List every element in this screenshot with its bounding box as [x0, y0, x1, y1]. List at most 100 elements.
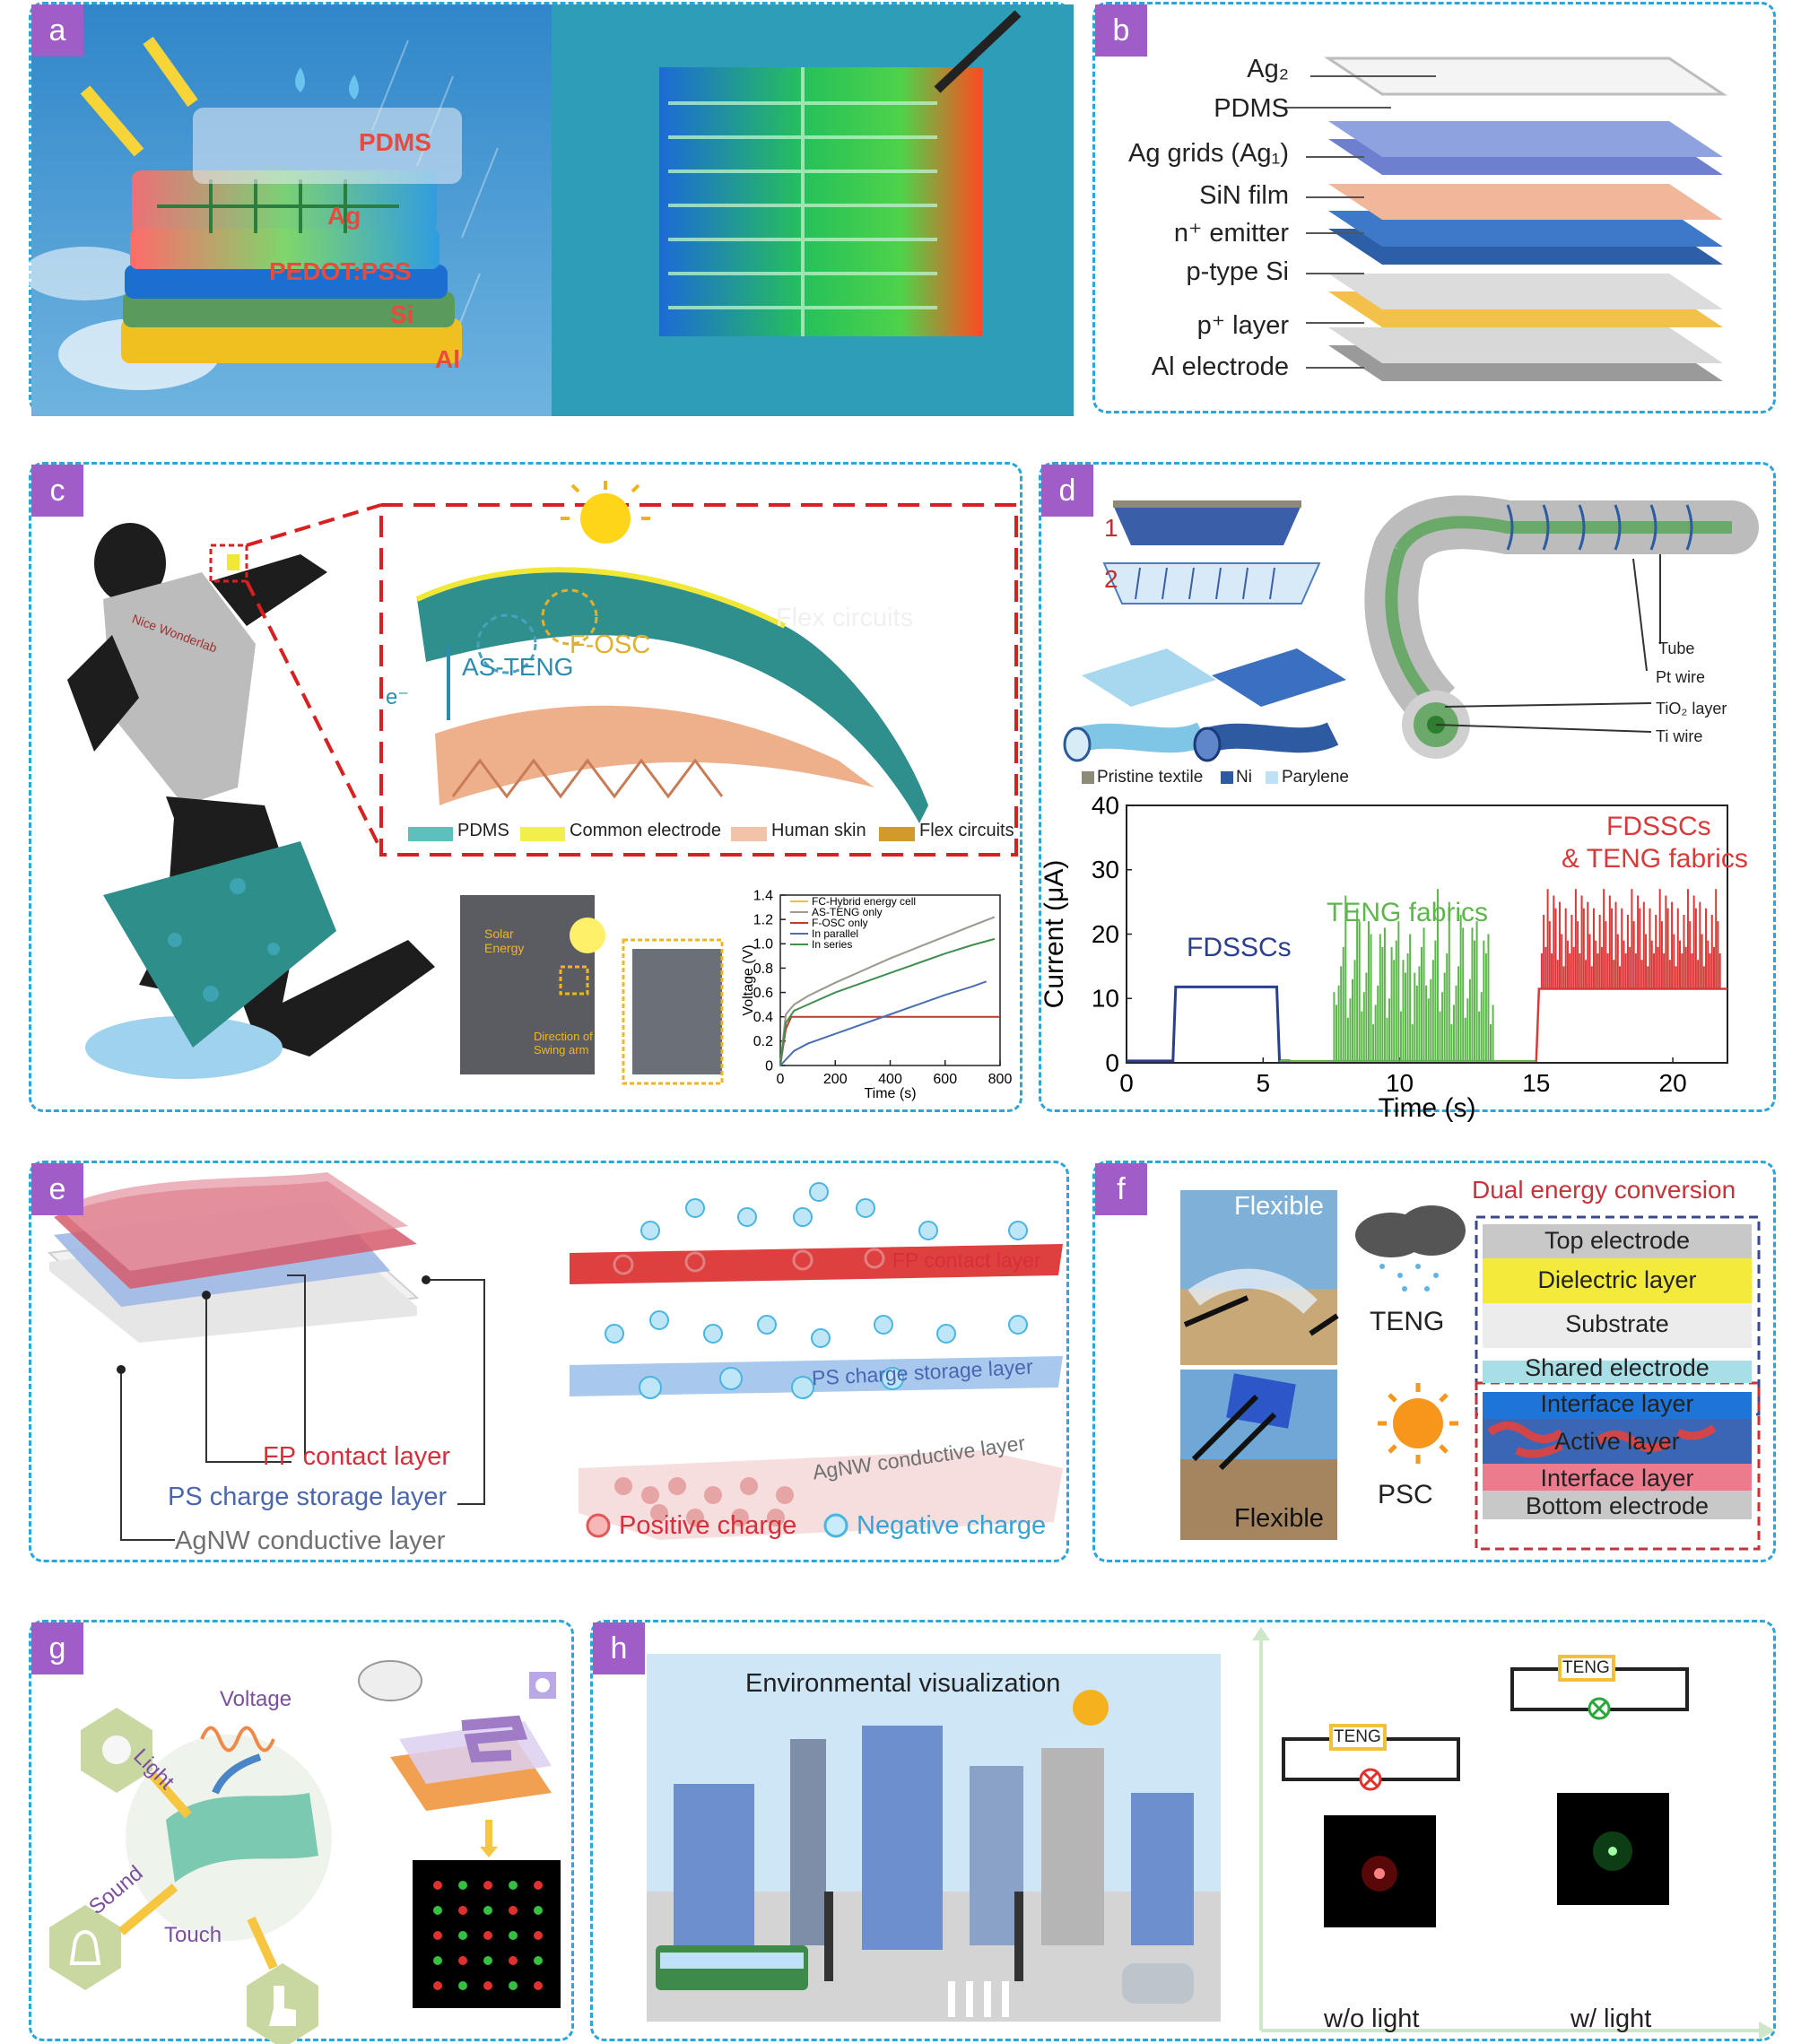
panel-label: h	[593, 1622, 645, 1674]
f-stack-interface-top: Interface layer	[1540, 1390, 1694, 1417]
h-w-light: w/ light	[1570, 2005, 1652, 2033]
x-tick-label: 0	[1119, 1069, 1134, 1097]
panel-f: f Flexible Flexible TENG PSC Dual energy…	[1092, 1161, 1776, 1562]
led-dot	[458, 1906, 467, 1915]
d-wire-tio2: TiO₂ layer	[1656, 700, 1727, 718]
h-title: Environmental visualization	[745, 1669, 1061, 1698]
led-dot	[509, 1981, 518, 1990]
y-tick-label: 0.2	[753, 1034, 773, 1049]
f-title: Dual energy conversion	[1472, 1176, 1736, 1204]
y-tick-label: 0	[765, 1058, 773, 1074]
c-fosc-label: F-OSC	[570, 631, 651, 659]
led-dot	[534, 1881, 543, 1890]
legend-entry: FC-Hybrid energy cell	[812, 895, 916, 908]
f-stack-active: Active layer	[1554, 1428, 1680, 1455]
f-stack-dielectric: Dielectric layer	[1537, 1266, 1697, 1293]
panel-d: d 1 2 Pristine textile Ni Parylene Tube …	[1039, 462, 1776, 1123]
x-tick-label: 400	[878, 1072, 902, 1087]
d-legend-parylene: Parylene	[1282, 768, 1349, 787]
d-annot-teng: TENG fabrics	[1327, 898, 1489, 927]
y-tick-label: 0.4	[753, 1010, 773, 1025]
c-legend-human-skin: Human skin	[771, 821, 866, 840]
y-tick-label: 0.8	[753, 961, 773, 977]
panel-label: a	[31, 4, 83, 57]
y-tick-label: 30	[1092, 856, 1119, 883]
panel-label: f	[1095, 1163, 1147, 1215]
x-axis-label: Time (s)	[864, 1086, 916, 1101]
led-array	[433, 1881, 543, 1990]
x-axis-label: Time (s)	[1379, 1093, 1476, 1123]
x-tick-label: 600	[933, 1072, 957, 1087]
y-tick-label: 1.2	[753, 912, 773, 927]
c-legend-common-electrode: Common electrode	[570, 821, 721, 840]
b-label-ag-grids: Ag grids (Ag₁)	[1127, 139, 1289, 168]
x-tick-label: 10	[1386, 1069, 1414, 1097]
legend-entry: In parallel	[812, 927, 858, 940]
c-solar-label: Solar Energy	[484, 926, 525, 955]
e-legend-positive: Positive charge	[619, 1511, 797, 1540]
led-dot	[433, 1981, 442, 1990]
y-axis-label: Current (μA)	[1040, 860, 1069, 1009]
x-tick-label: 0	[777, 1072, 785, 1087]
f-stack-substrate: Substrate	[1565, 1310, 1669, 1337]
panel-b-stack	[1283, 57, 1727, 381]
led-dot	[458, 1931, 467, 1940]
d-wire-pt: Pt wire	[1656, 668, 1706, 686]
panel-label: b	[1095, 4, 1147, 57]
g-touch: Touch	[164, 1923, 222, 1947]
d-wire-ti: Ti wire	[1656, 727, 1703, 745]
series-line-1	[779, 916, 996, 1066]
panel-c: c	[29, 462, 1022, 1112]
led-dot	[509, 1956, 518, 1965]
e-right-fp: FP contact layer	[892, 1248, 1041, 1272]
led-dot	[483, 1981, 492, 1990]
c-swing-label: Direction of Swing arm	[534, 1030, 593, 1057]
led-dot	[483, 1956, 492, 1965]
led-dot	[534, 1956, 543, 1965]
series-combined-baseline	[1535, 987, 1727, 1061]
led-dot	[433, 1906, 442, 1915]
panel-label: e	[31, 1163, 83, 1215]
x-tick-label: 5	[1256, 1069, 1270, 1097]
c-flex-label: Flex circuits	[776, 604, 914, 632]
h-teng-1: TENG	[1334, 1727, 1381, 1746]
c-asteng-label: AS-TENG	[462, 653, 574, 681]
led-dot	[458, 1981, 467, 1990]
b-label-al: Al electrode	[1151, 352, 1289, 381]
layer-label-al: Al	[435, 345, 460, 373]
led-dot	[509, 1906, 518, 1915]
d-legend-ni: Ni	[1236, 768, 1252, 787]
series-line-3	[779, 980, 988, 1066]
led-dot	[433, 1931, 442, 1940]
led-dot	[534, 1981, 543, 1990]
panel-label: g	[31, 1622, 83, 1674]
led-dot	[483, 1881, 492, 1890]
b-label-ag2: Ag₂	[1247, 55, 1289, 83]
d-num-1: 1	[1104, 514, 1118, 542]
led-dot	[458, 1881, 467, 1890]
f-stack-shared: Shared electrode	[1525, 1354, 1710, 1381]
f-stack-interface-bottom: Interface layer	[1540, 1465, 1694, 1492]
led-dot	[458, 1956, 467, 1965]
panel-label: c	[31, 465, 83, 517]
x-tick-label: 20	[1659, 1069, 1687, 1097]
f-flexible-bottom: Flexible	[1234, 1504, 1324, 1533]
c-electron-label: e⁻	[386, 685, 410, 709]
b-label-p-layer: p⁺ layer	[1196, 311, 1289, 340]
panel-b: b Ag₂ PDMS Ag grids (Ag₁) SiN film n⁺	[1092, 2, 1776, 413]
x-tick-label: 15	[1522, 1069, 1550, 1097]
legend-entry: AS-TENG only	[812, 906, 883, 918]
led-dot	[433, 1881, 442, 1890]
series-fdsscs	[1127, 985, 1291, 1063]
led-dot	[509, 1931, 518, 1940]
led-dot	[483, 1906, 492, 1915]
led-dot	[433, 1956, 442, 1965]
series-line-4	[779, 937, 996, 1066]
y-axis-label: Voltage (V)	[741, 944, 756, 1015]
layer-label-pdms: PDMS	[359, 128, 431, 156]
f-flexible-top: Flexible	[1234, 1192, 1324, 1221]
d-legend-pristine: Pristine textile	[1097, 768, 1204, 787]
e-left-ps: PS charge storage layer	[168, 1483, 448, 1511]
